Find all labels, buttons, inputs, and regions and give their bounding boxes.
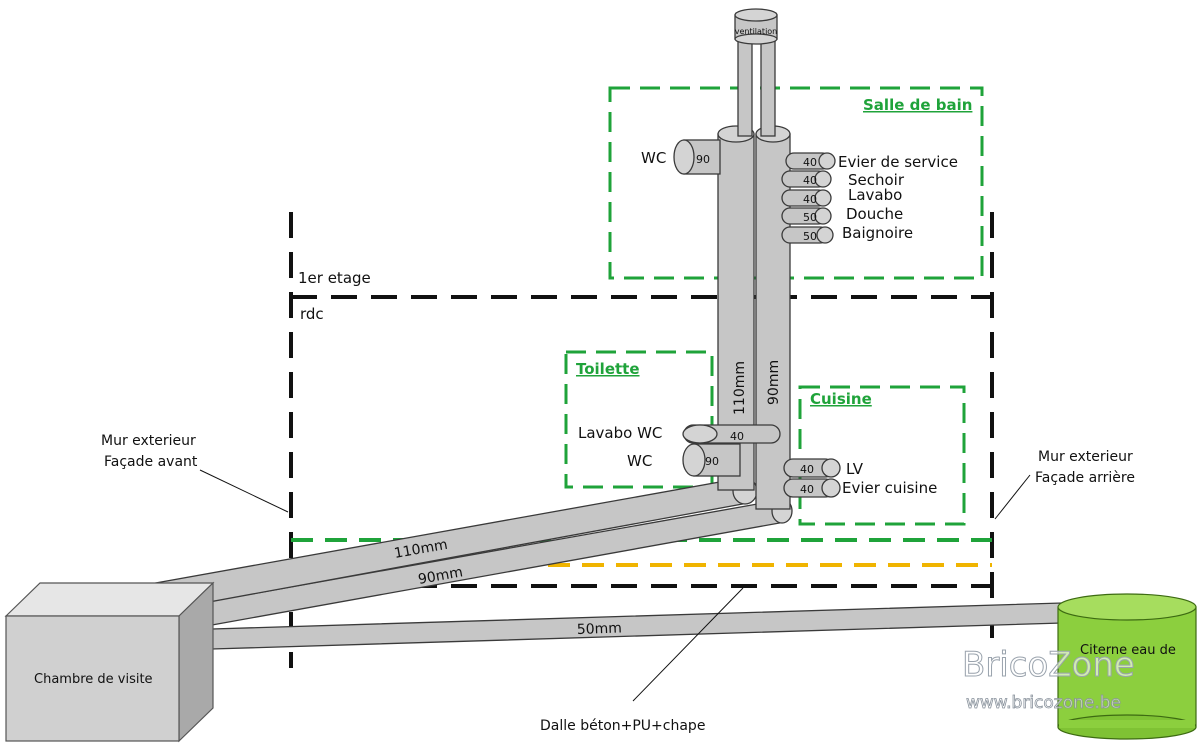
front-wall-leader bbox=[199, 469, 289, 513]
floor-label-ground: rdc bbox=[300, 305, 324, 323]
diag-90-label: 90mm bbox=[417, 564, 464, 588]
fixture-size: 40 bbox=[803, 174, 817, 187]
ventilation-cap-top bbox=[734, 8, 778, 22]
fixture-size: 50 bbox=[803, 230, 817, 243]
bathroom-fixture-pipes: 40 40 40 50 50 bbox=[781, 152, 836, 244]
chambre-de-visite bbox=[4, 581, 215, 743]
fixture-pipe-end bbox=[814, 189, 832, 207]
room-title-cuisine: Cuisine bbox=[810, 390, 872, 408]
ventilation-cap-bottom bbox=[734, 33, 778, 45]
citerne-top bbox=[1057, 593, 1197, 621]
toilet-wc-pipe: 90 bbox=[682, 443, 741, 477]
stack-110-label: 110mm bbox=[732, 361, 748, 415]
fixture-pipe-sechoir: 40 bbox=[781, 170, 832, 188]
watermark-url: www.bricozone.be bbox=[966, 693, 1121, 713]
front-wall-label-2: Façade avant bbox=[104, 454, 198, 470]
back-wall-label-2: Façade arrière bbox=[1035, 470, 1135, 486]
toilet-lavabo-pipe-end bbox=[682, 424, 718, 444]
bathroom-wc-label: WC bbox=[641, 149, 666, 167]
citerne-bottom-fill bbox=[1059, 720, 1195, 728]
front-wall-label-1: Mur exterieur bbox=[101, 433, 196, 449]
stack-90-body bbox=[755, 133, 791, 510]
fixture-pipe-end bbox=[821, 478, 841, 498]
pipe-diagonal-110mm bbox=[149, 477, 758, 612]
fixture-pipe-lavabo: 40 bbox=[781, 189, 832, 207]
room-box-toilette bbox=[564, 350, 714, 489]
kitchen-label-lv: LV bbox=[846, 460, 864, 478]
kitchen-fixture-pipes: 40 40 bbox=[783, 458, 841, 498]
fixture-label-sechoir: Sechoir bbox=[848, 171, 905, 189]
bathroom-wc-pipe-end bbox=[673, 139, 695, 175]
fixture-pipe-end bbox=[821, 458, 841, 478]
slab-leader bbox=[632, 587, 744, 702]
watermark-brand: BricoZone bbox=[962, 645, 1135, 685]
fixture-size: 40 bbox=[803, 156, 817, 169]
fixture-pipe-end bbox=[816, 226, 834, 244]
citerne-body bbox=[1057, 606, 1197, 728]
vent-pipe-right bbox=[760, 35, 776, 137]
toilet-lavabo-size: 40 bbox=[730, 430, 744, 443]
pipe-50mm bbox=[211, 602, 1063, 650]
fixture-size: 40 bbox=[803, 193, 817, 206]
vent-pipe-left bbox=[737, 35, 753, 137]
fixture-size: 50 bbox=[803, 211, 817, 224]
chambre-front bbox=[5, 615, 180, 742]
kitchen-label-evier-cuisine: Evier cuisine bbox=[842, 479, 937, 497]
fixture-pipe-end bbox=[814, 207, 832, 225]
fixture-label-lavabo: Lavabo bbox=[848, 186, 902, 204]
fixture-pipe-end bbox=[818, 152, 836, 170]
chambre-label: Chambre de visite bbox=[34, 672, 153, 687]
fixture-pipe-douche: 50 bbox=[781, 207, 832, 225]
toilet-lavabo-label: Lavabo WC bbox=[578, 424, 662, 442]
fixture-pipe-evier-service: 40 bbox=[785, 152, 836, 170]
fixture-pipe-lv: 40 bbox=[783, 458, 841, 478]
bathroom-wc-size: 90 bbox=[696, 153, 710, 166]
fixture-pipe-evier-cuisine: 40 bbox=[783, 478, 841, 498]
slab-label: Dalle béton+PU+chape bbox=[540, 718, 705, 734]
back-wall-label-1: Mur exterieur bbox=[1038, 449, 1133, 465]
toilet-wc-size: 90 bbox=[705, 455, 719, 468]
toilet-wc-label: WC bbox=[627, 452, 652, 470]
pipe-50-label: 50mm bbox=[577, 620, 623, 638]
bathroom-wc-pipe bbox=[673, 139, 721, 175]
fixture-pipe-end bbox=[814, 170, 832, 188]
fixture-label-baignoire: Baignoire bbox=[842, 224, 913, 242]
pipe-50mm-body bbox=[211, 602, 1063, 650]
fixture-size: 40 bbox=[800, 463, 814, 476]
stack-90-label: 90mm bbox=[766, 360, 782, 405]
back-wall-leader bbox=[994, 474, 1031, 520]
room-title-salle-de-bain: Salle de bain bbox=[863, 96, 972, 114]
citerne-tank bbox=[1057, 593, 1197, 740]
floor-label-upper: 1er etage bbox=[298, 269, 371, 287]
fixture-label-douche: Douche bbox=[846, 205, 903, 223]
fixture-label-evier-service: Evier de service bbox=[838, 153, 958, 171]
room-box-salle-de-bain bbox=[608, 86, 984, 280]
room-title-toilette: Toilette bbox=[576, 360, 640, 378]
fixture-size: 40 bbox=[800, 483, 814, 496]
ventilation-label: ventilation bbox=[735, 27, 778, 36]
fixture-pipe-baignoire: 50 bbox=[781, 226, 834, 244]
chambre-top bbox=[4, 582, 215, 617]
toilet-lavabo-pipe: 40 bbox=[682, 424, 781, 444]
toilet-wc-pipe-end bbox=[682, 443, 706, 477]
citerne-label: Citerne eau de bbox=[1080, 643, 1176, 658]
